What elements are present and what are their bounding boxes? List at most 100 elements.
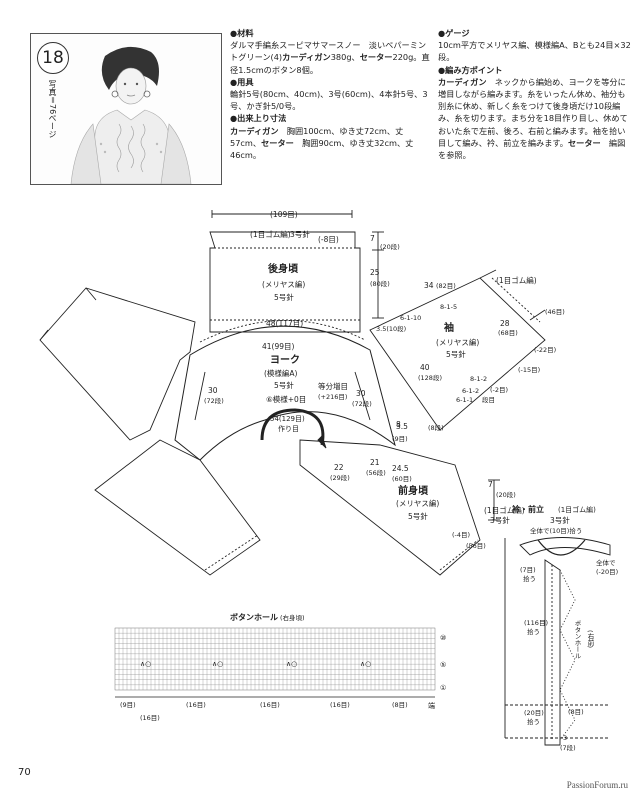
right-front-shape [299, 439, 481, 576]
sleeve-cuff-width: 28 [500, 319, 510, 328]
back-side-len: 25 [370, 268, 380, 277]
bh-end-label: 端 [428, 701, 435, 710]
back-pattern: (メリヤス編) [262, 279, 305, 289]
sleeve-dec-c: 6-1-1 [456, 396, 473, 404]
collar-shape [519, 537, 611, 556]
front-pattern: (メリヤス編) [396, 498, 439, 508]
sleeve-len: 40 [420, 363, 430, 372]
pattern-number: 18 [37, 42, 69, 74]
bh-mark-f: (8目) [392, 701, 408, 709]
sleeve-pattern: (メリヤス編) [436, 337, 479, 347]
front-bottom: (56目) [466, 542, 486, 550]
collar-needle: 3号針 [550, 515, 570, 525]
yoke-shape [174, 325, 396, 461]
size-header: 出来上り寸法 [230, 112, 430, 124]
bh-row1: ① [440, 684, 446, 692]
page-number: 70 [18, 767, 31, 778]
collar-bottom-rows: (7段) [560, 743, 576, 752]
tools-text: 輪針5号(80cm、40cm)、3号(60cm)、4本針5号、3号、かぎ針5/0… [230, 89, 428, 112]
back-side-rows: (80段) [370, 279, 390, 288]
front-pick: 22 [334, 463, 344, 472]
bh-title: ボタンホール [230, 612, 278, 622]
model-photo: 18 写真＝76ページ [30, 33, 222, 185]
materials-text: ダルマ手編糸スーピマサマースノー 淡いペパーミントグリーン(4)カーディガン38… [230, 40, 430, 75]
back-rib-needle: 3号針 [290, 229, 310, 239]
model-photo-image [70, 46, 192, 184]
yoke-pattern: (模様編A) [264, 368, 298, 378]
front-needle: 5号針 [408, 511, 428, 521]
bh-mark-c: (16目) [260, 701, 280, 709]
sleeve-cuff-label: (1目ゴム編) [496, 275, 537, 285]
bh-subtitle: (右身頃) [280, 613, 305, 622]
bh-symbol-1: ∧○ [140, 660, 151, 668]
materials-header: 材料 [230, 27, 430, 39]
points-text: カーディガン ネックから編始め、ヨークを等分に増目しながら編みます。糸をいったん… [438, 76, 628, 161]
yoke-neck: 54(129目) [270, 415, 305, 423]
back-needle: 5号針 [274, 292, 294, 302]
bh-mark-e: (16目) [140, 714, 160, 722]
back-gusset: 3.5(10段) [376, 324, 406, 333]
collar-title-rib: (1目ゴム編) [558, 505, 596, 514]
sleeve-dec-2: (-2目) [490, 386, 508, 394]
collar-bottom-len: 3 [563, 734, 567, 742]
yoke-inc-count: (+216目) [318, 393, 347, 401]
back-bottom-width: 48(117目) [266, 319, 303, 328]
sleeve-dec-row: 段目 [482, 395, 495, 404]
sleeve-len-rows: (128段) [418, 373, 442, 382]
placket-shape [544, 559, 561, 746]
points-header: 編み方ポイント [438, 64, 633, 76]
front-width-sts: (60目) [392, 475, 412, 483]
back-rib-height: 7 [370, 234, 375, 243]
bh-mark-b: (16目) [186, 701, 206, 709]
front-rib-needle: 3号針 [490, 515, 510, 525]
collar-buttonhole: ボタンホール [573, 620, 581, 659]
back-rib-label: (1目ゴム編) [250, 229, 291, 239]
yoke-title: ヨーク [270, 354, 300, 366]
sleeve-side-rows: (8段) [428, 423, 444, 432]
sleeve-width-sts: (82目) [436, 282, 456, 290]
sleeve-dec-15: (-15目) [518, 366, 540, 374]
bh-row10: ⑩ [440, 634, 446, 642]
sleeve-dec-d: 8-1-2 [470, 375, 487, 383]
collar-right-sts: (8目) [568, 708, 584, 716]
sleeve-dec-total: (-22目) [534, 346, 556, 354]
collar-left-pick: (7目) [520, 566, 536, 574]
yoke-left-rows: (72段) [204, 396, 224, 405]
collar-left-pick2: 拾う [523, 574, 536, 583]
size-text: カーディガン 胸囲100cm、ゆき丈72cm、丈57cm、セーター 胸囲90cm… [230, 125, 414, 161]
bh-row5: ⑤ [440, 661, 446, 669]
sleeve-dec-e: 6-1-2 [462, 387, 479, 395]
left-front-shape [94, 439, 261, 576]
collar-buttonhole2: (右前) [586, 630, 594, 648]
site-watermark: PassionForum.ru [566, 780, 628, 790]
sleeve-cuff-sts: (46目) [545, 308, 565, 316]
front-pick-rows: (29段) [330, 473, 350, 482]
front-gusset-len: 3.5 [396, 422, 408, 431]
collar-front-pick: (116目) [524, 619, 548, 627]
back-rib-rows: (20段) [380, 242, 400, 251]
photo-caption: 写真＝76ページ [48, 80, 57, 139]
back-body-shape [209, 231, 361, 333]
front-len-rows: (56段) [366, 468, 386, 477]
front-rib-label: (1目ゴム編) [484, 505, 525, 515]
bh-symbol-3: ∧○ [286, 660, 297, 668]
collar-total-dec: (-20目) [596, 568, 618, 576]
collar-bottom-pick: (20目) [524, 709, 544, 717]
front-right-rows: (20段) [496, 490, 516, 499]
front-width: 24.5 [392, 464, 409, 473]
front-gusset-sts: (9目) [392, 435, 408, 443]
back-rib-dec: (-8目) [318, 235, 339, 244]
bh-symbol-4: ∧○ [360, 660, 371, 668]
collar-front-pick2: 拾う [527, 627, 540, 636]
yoke-center-inc: ⑥模様+0目 [266, 394, 306, 404]
yoke-left-len: 30 [208, 386, 218, 395]
front-title: 前身頃 [398, 484, 429, 497]
text-column-right: ゲージ 10cm平方でメリヤス編、模様編A、Bとも24目×32段。 編み方ポイン… [438, 27, 633, 161]
left-sleeve-shape [39, 287, 196, 441]
front-len: 21 [370, 458, 380, 467]
back-title: 後身頃 [268, 262, 299, 275]
gauge-text: 10cm平方でメリヤス編、模様編A、Bとも24目×32段。 [438, 40, 631, 63]
